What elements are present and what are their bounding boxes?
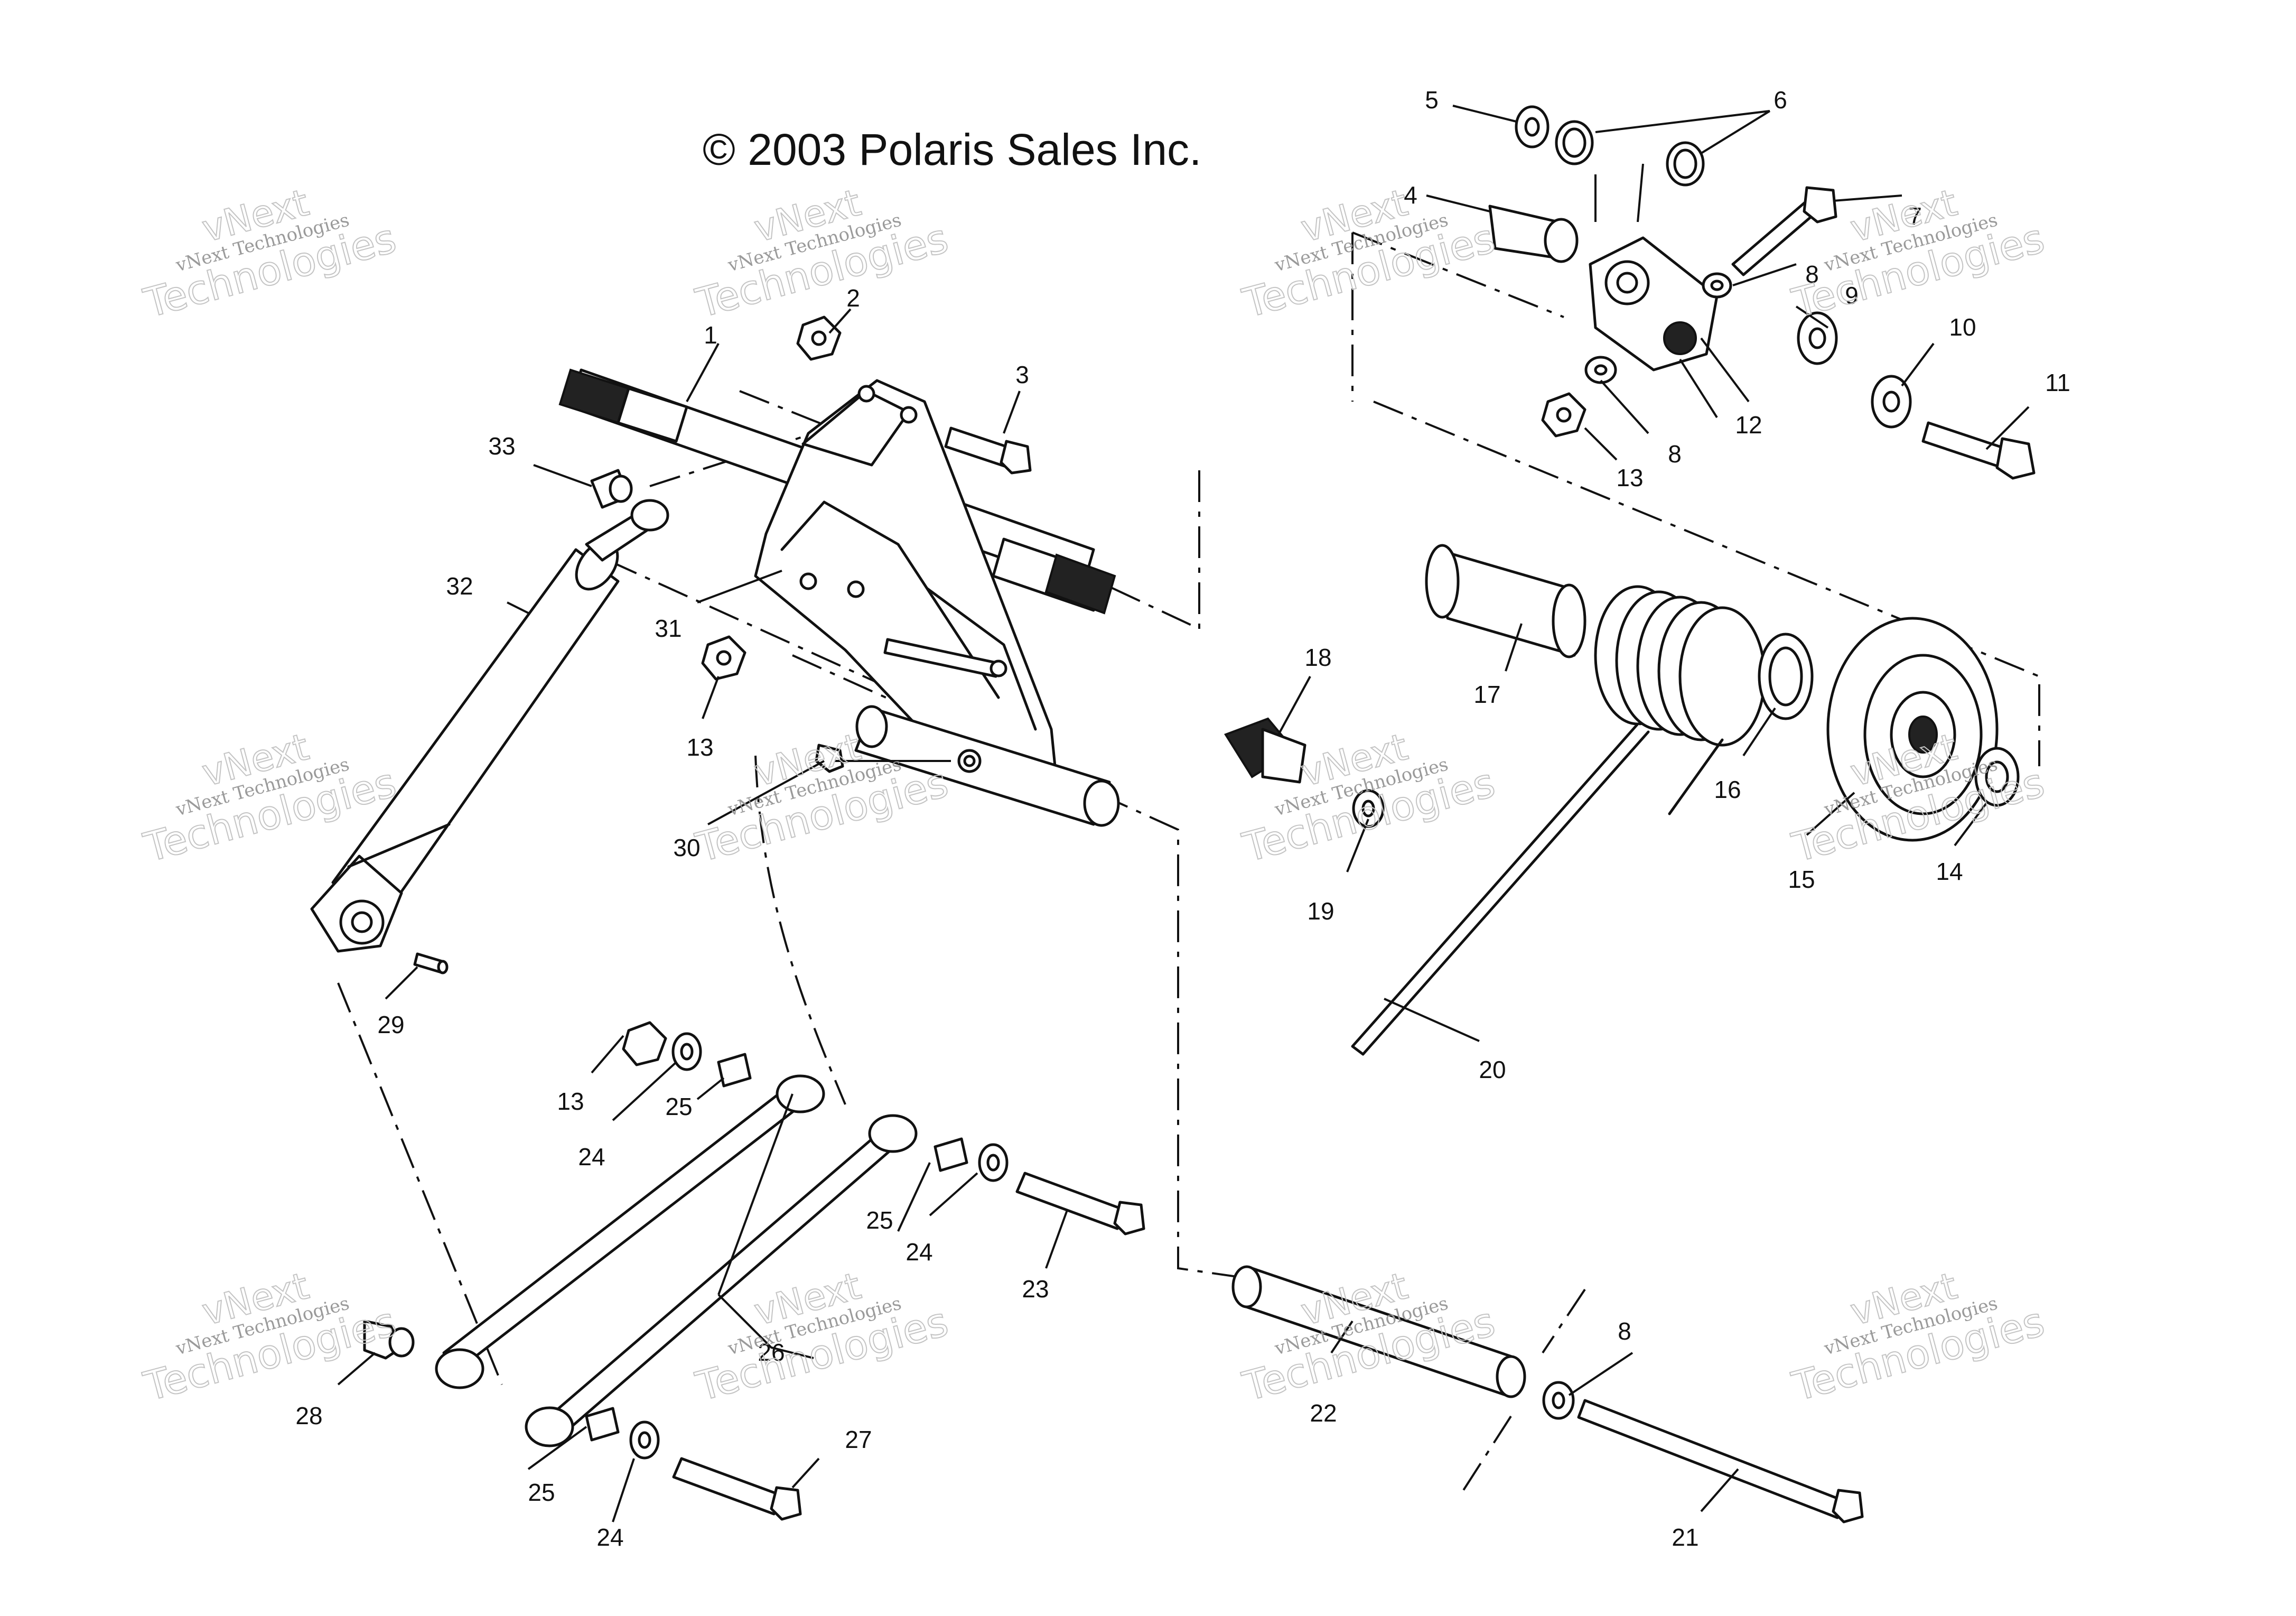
callout-22: 22 (1310, 1399, 1337, 1427)
callout-10: 10 (1949, 313, 1976, 341)
callout-27: 27 (845, 1426, 872, 1453)
callout-18: 18 (1304, 644, 1331, 671)
shock-absorber (310, 499, 669, 953)
copyright-notice: © 2003 Polaris Sales Inc. (703, 125, 1202, 174)
callout-21: 21 (1672, 1524, 1698, 1551)
callout-8-b: 8 (1668, 440, 1682, 468)
upper-right-hardware (1488, 105, 2036, 480)
callout-12: 12 (1735, 411, 1762, 439)
callout-13-b: 13 (686, 733, 713, 761)
callout-2: 2 (846, 284, 860, 312)
spring-wheel-assembly (1224, 544, 2020, 1056)
callout-19: 19 (1307, 897, 1334, 925)
callout-25-b: 25 (866, 1206, 893, 1234)
callout-16: 16 (1714, 776, 1741, 803)
callout-6: 6 (1774, 86, 1787, 114)
swing-arm-frame (754, 379, 1120, 827)
callout-9: 9 (1845, 282, 1859, 309)
callout-25-a: 25 (665, 1093, 692, 1120)
callout-24-b: 24 (906, 1238, 932, 1266)
callout-13-a: 13 (1616, 464, 1643, 491)
callout-23: 23 (1022, 1275, 1049, 1303)
callout-29: 29 (377, 1011, 404, 1038)
callout-15: 15 (1788, 866, 1815, 893)
callout-8-a: 8 (1805, 261, 1819, 288)
callout-32: 32 (446, 572, 473, 600)
callout-14: 14 (1936, 858, 1963, 885)
lower-links (363, 1021, 1145, 1521)
callout-24-c: 24 (596, 1524, 623, 1551)
callout-8-c: 8 (1618, 1317, 1631, 1345)
callout-28: 28 (295, 1402, 322, 1429)
callout-20: 20 (1479, 1056, 1506, 1083)
callout-25-c: 25 (528, 1479, 555, 1506)
phantom-lines (337, 231, 2040, 1491)
callout-17: 17 (1473, 681, 1500, 708)
callout-5: 5 (1425, 86, 1439, 114)
callout-13-c: 13 (557, 1088, 584, 1115)
callout-31: 31 (655, 615, 682, 642)
callout-3: 3 (1015, 361, 1029, 388)
callout-labels: 1 2 3 4 5 6 7 8 8 8 9 10 11 12 13 13 13 … (295, 86, 2070, 1551)
bottom-right-hardware (1231, 1265, 1864, 1524)
callout-7: 7 (1908, 202, 1922, 230)
callout-1: 1 (704, 321, 717, 349)
callout-33: 33 (488, 432, 515, 460)
callout-24-a: 24 (578, 1143, 605, 1171)
callout-26: 26 (758, 1339, 785, 1366)
callout-4: 4 (1404, 181, 1417, 209)
leader-lines (337, 105, 2030, 1522)
callout-30: 30 (673, 834, 700, 861)
left-hardware (413, 315, 1032, 974)
callout-11: 11 (2045, 369, 2070, 396)
